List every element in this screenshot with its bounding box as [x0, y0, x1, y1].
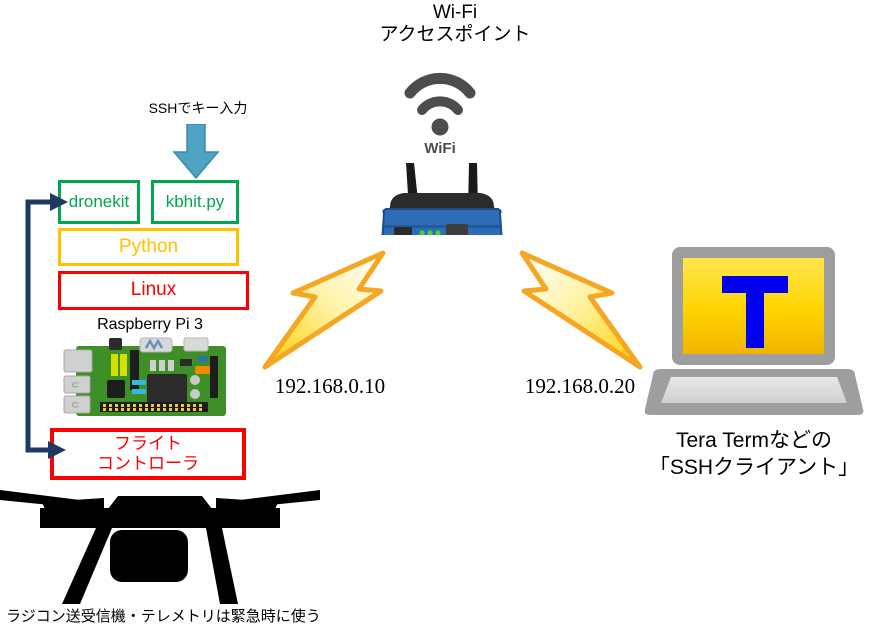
pi-cap-2 [159, 360, 165, 371]
router-panel [446, 224, 468, 235]
box-dronekit[interactable]: dronekit [58, 180, 140, 224]
ip-address-drone: 192.168.0.10 [274, 374, 386, 398]
pi-cap-1 [150, 360, 156, 371]
drone-leg-left [62, 528, 112, 604]
pi-usb-port-2 [63, 395, 91, 414]
raspberry-pi-label: Raspberry Pi 3 [97, 316, 203, 333]
box-linux[interactable]: Linux [58, 271, 249, 310]
footer-note: ラジコン送受信機・テレメトリは緊急時に使う [6, 608, 321, 625]
ssh-key-input-label: SSHでキー入力 [148, 100, 248, 116]
pi-ethernet-port [63, 349, 93, 373]
router-led-1 [419, 230, 425, 235]
svg-text:⊂: ⊂ [71, 400, 79, 411]
pi-gpio-pins [103, 404, 202, 411]
router-body-seam [384, 225, 502, 228]
arrowhead-bottom [48, 441, 66, 459]
box-flight-controller[interactable]: フライト コントローラ [50, 428, 246, 480]
wifi-badge-text: WiFi [424, 140, 456, 157]
router-led-2 [427, 230, 433, 235]
drone-payload-box [110, 530, 188, 582]
pi-micro-usb [109, 338, 122, 350]
pi-round-comp-1 [190, 375, 200, 385]
laptop-keyboard-area [661, 377, 847, 403]
pi-component-yellow-1 [111, 354, 118, 376]
router-body [381, 208, 503, 235]
pi-usb-port-1 [63, 375, 91, 394]
pi-hdmi-marks [144, 338, 164, 351]
dronekit-flight-controller-connector [25, 193, 68, 459]
tera-term-logo [722, 276, 788, 348]
wifi-router-graphic: WiFi [381, 72, 503, 235]
pi-connector-2 [132, 389, 146, 394]
pi-soc-chip [147, 374, 187, 408]
box-python[interactable]: Python [58, 228, 239, 266]
arrowhead-top [50, 193, 68, 211]
pi-led-blue [198, 356, 207, 362]
pi-header-left [130, 350, 139, 390]
pi-connector-1 [132, 380, 146, 385]
box-kbhit-py[interactable]: kbhit.py [151, 180, 239, 224]
ssh-client-caption: Tera Termなどの 「SSHクライアント」 [648, 429, 860, 479]
wifi-signal-icon [404, 72, 476, 115]
drone-fuselage [40, 508, 280, 528]
pi-cap-3 [168, 360, 174, 371]
pi-audio-jack [183, 337, 209, 352]
wireless-link-left-bolt [262, 250, 386, 370]
pi-component-orange [195, 366, 211, 374]
raspberry-pi-board-graphic: ⊂ ⊂ [63, 337, 226, 416]
drone-leg-right [206, 528, 238, 604]
wifi-access-point-title: Wi-Fi アクセスポイント [379, 2, 531, 46]
ip-address-client: 192.168.0.20 [524, 374, 636, 398]
laptop-ssh-client-graphic [645, 247, 864, 415]
pi-round-comp-2 [190, 389, 200, 399]
pi-header-right [210, 356, 218, 398]
svg-text:⊂: ⊂ [71, 380, 79, 391]
drone-silhouette-graphic [0, 490, 320, 604]
wifi-dot-icon [431, 118, 449, 136]
pi-component-yellow-2 [120, 354, 127, 376]
router-port [394, 227, 412, 235]
wireless-link-right-bolt [519, 250, 643, 370]
pi-chip-secondary [107, 380, 125, 398]
ssh-input-down-arrow [172, 124, 220, 180]
pi-chip-small [180, 359, 192, 366]
router-led-3 [435, 230, 441, 235]
